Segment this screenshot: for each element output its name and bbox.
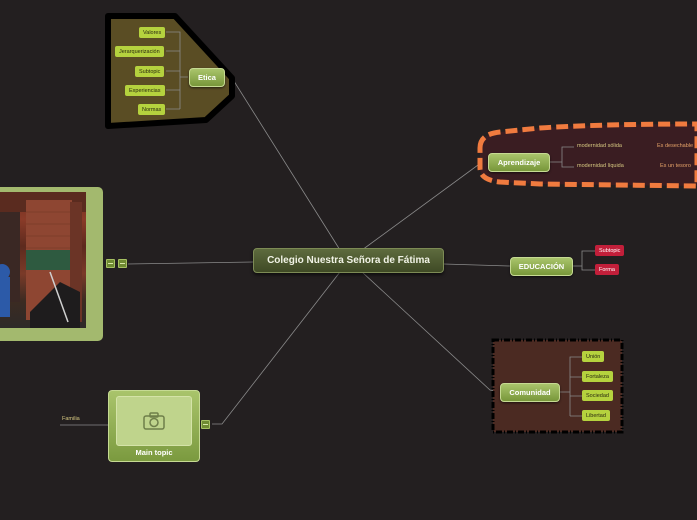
comunidad-subtopic-fortaleza[interactable]: Fortaleza xyxy=(582,371,613,382)
main-topic-card[interactable]: Main topic xyxy=(108,390,200,462)
aprendizaje-row-2-right[interactable]: Es un tesoro xyxy=(660,163,691,169)
comunidad-subtopic-libertad[interactable]: Libertad xyxy=(582,410,610,421)
comunidad-topic[interactable]: Comunidad xyxy=(500,383,560,402)
aprendizaje-topic[interactable]: Aprendizaje xyxy=(488,153,550,172)
educacion-subtopic[interactable]: Subtopic xyxy=(595,245,625,256)
aprendizaje-row-1-left[interactable]: modernidad sólida xyxy=(577,143,622,149)
collapse-toggle-photo-1[interactable] xyxy=(106,259,115,268)
educacion-topic[interactable]: EDUCACIÓN xyxy=(510,257,573,276)
collapse-toggle-photo-2[interactable] xyxy=(118,259,127,268)
educacion-forma[interactable]: Forma xyxy=(595,264,619,275)
building-photo xyxy=(0,192,86,328)
etica-subtopic-valores[interactable]: Valores xyxy=(139,27,166,38)
comunidad-subtopic-union[interactable]: Unión xyxy=(582,351,605,362)
etica-subtopic-subtopic[interactable]: Subtopic xyxy=(135,66,165,77)
aprendizaje-row-2-left[interactable]: modernidad líquida xyxy=(577,163,624,169)
collapse-toggle-main-topic[interactable] xyxy=(201,420,210,429)
familia-label[interactable]: Familia xyxy=(62,416,80,422)
etica-topic[interactable]: Etica xyxy=(189,68,225,87)
image-topic[interactable] xyxy=(0,187,103,341)
camera-icon[interactable] xyxy=(116,396,192,446)
central-topic[interactable]: Colegio Nuestra Señora de Fátima xyxy=(253,248,444,273)
etica-subtopic-normas[interactable]: Normas xyxy=(138,104,166,115)
aprendizaje-row-1-right[interactable]: Es desechable xyxy=(657,143,694,149)
etica-subtopic-jerarquerizacion[interactable]: Jerarquerización xyxy=(115,46,164,57)
comunidad-subtopic-sociedad[interactable]: Sociedad xyxy=(582,390,613,401)
etica-subtopic-experiencias[interactable]: Experiencias xyxy=(125,85,165,96)
main-topic-label: Main topic xyxy=(135,448,173,457)
